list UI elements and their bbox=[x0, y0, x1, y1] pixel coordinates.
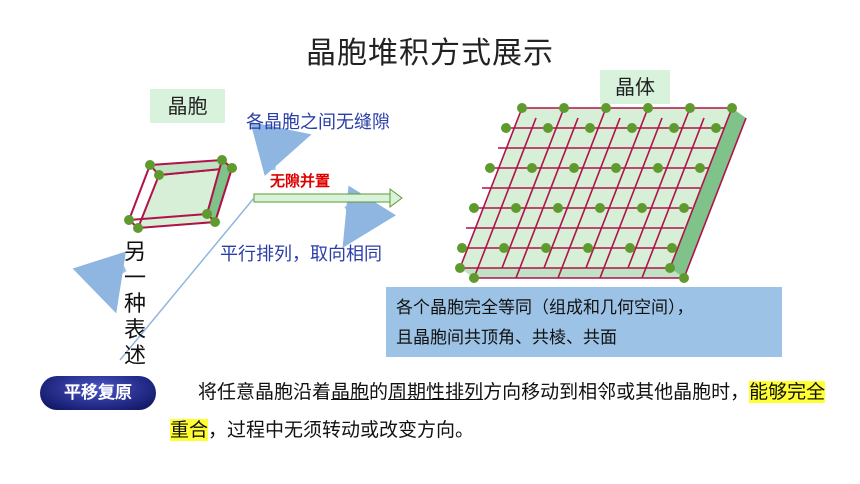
para-text: ，过程中无须转动或改变方向。 bbox=[208, 419, 475, 441]
info-line-2: 且晶胞间共顶角、共棱、共面 bbox=[396, 328, 617, 348]
alt-char: 述 bbox=[123, 344, 146, 369]
arrangement-note: 无隙并置 bbox=[270, 172, 331, 190]
para-text: 方向移动到相邻或其他晶胞时， bbox=[483, 381, 750, 403]
unit-cell-drawing bbox=[124, 155, 237, 233]
arrange-arrow bbox=[253, 188, 403, 208]
alternative-expression-text: 另 一 种 表 述 bbox=[115, 240, 155, 370]
curve-arrow-left bbox=[72, 251, 127, 314]
info-line-1: 各个晶胞完全等同（组成和几何空间）， bbox=[396, 298, 694, 318]
info-box: 各个晶胞完全等同（组成和几何空间）， 且晶胞间共顶角、共棱、共面 bbox=[386, 287, 782, 357]
alt-char: 种 bbox=[123, 292, 146, 317]
translation-badge: 平移复原 bbox=[40, 376, 156, 410]
para-text: 将任意晶胞沿着 bbox=[198, 381, 332, 403]
crystal-label: 晶体 bbox=[600, 70, 670, 104]
crystal-lattice-drawing bbox=[455, 103, 747, 283]
diagonal-connector bbox=[119, 197, 255, 361]
para-underline: 周期性排列 bbox=[388, 381, 484, 403]
curve-arrow-down bbox=[342, 185, 396, 248]
translation-paragraph: 将任意晶胞沿着晶胞的周期性排列方向移动到相邻或其他晶胞时，能够完全重合，过程中无… bbox=[170, 373, 830, 449]
alt-char: 表 bbox=[123, 318, 146, 343]
no-gap-note: 各晶胞之间无缝隙 bbox=[246, 112, 390, 133]
para-underline: 晶胞 bbox=[331, 381, 370, 403]
alt-char: 另 bbox=[123, 240, 146, 265]
para-text: 的 bbox=[369, 381, 389, 403]
curve-arrow-up bbox=[250, 121, 312, 176]
unit-cell-label: 晶胞 bbox=[150, 89, 225, 123]
alt-char: 一 bbox=[123, 266, 146, 291]
orientation-note: 平行排列，取向相同 bbox=[220, 244, 382, 265]
page-title: 晶胞堆积方式展示 bbox=[306, 36, 554, 71]
